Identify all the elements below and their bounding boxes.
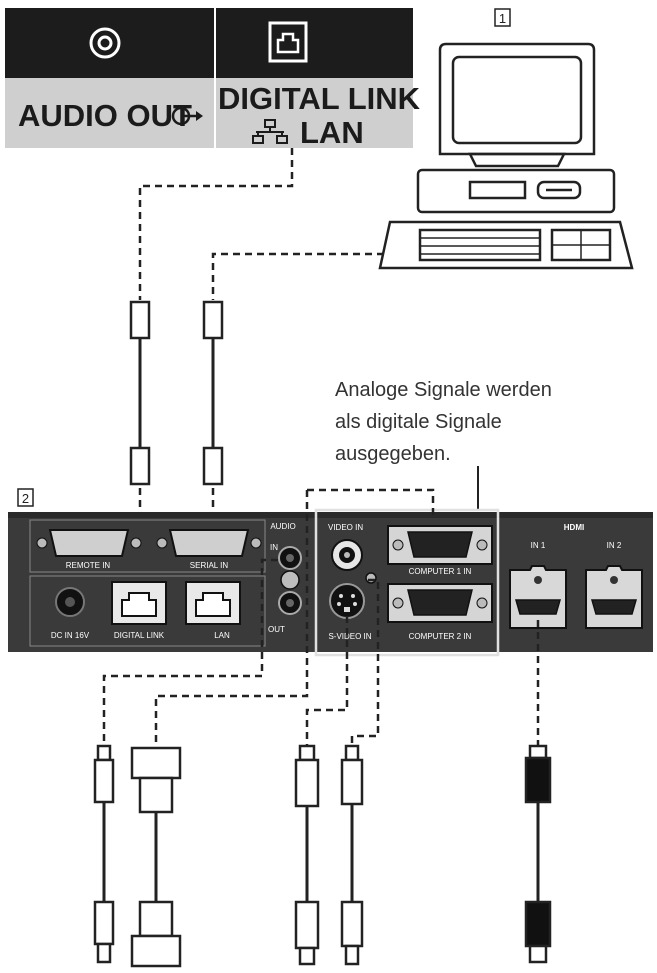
audio-spacer bbox=[280, 570, 300, 590]
audio-jack-icon bbox=[89, 27, 121, 59]
audio-in-jack bbox=[278, 546, 302, 570]
audio-out-jack bbox=[278, 591, 302, 615]
panel-light-band bbox=[5, 78, 413, 148]
lan-cable-2 bbox=[202, 300, 224, 486]
audio-out-label: AUDIO OUT bbox=[18, 98, 192, 133]
vga-port-2 bbox=[387, 583, 493, 623]
audio-in-label: IN bbox=[270, 543, 278, 552]
svideo-port-icon bbox=[329, 583, 365, 619]
panel-dark-band bbox=[5, 8, 413, 78]
lan-cable-1 bbox=[129, 300, 151, 486]
lan-port bbox=[185, 581, 241, 625]
rj45-port-icon bbox=[268, 21, 308, 63]
vga-port-icon bbox=[387, 525, 493, 565]
bottom-cables bbox=[102, 488, 540, 745]
rca-port-icon bbox=[331, 539, 363, 571]
digital-link-port bbox=[111, 581, 167, 625]
vga-cable bbox=[130, 746, 182, 968]
audio-cable bbox=[93, 744, 115, 964]
remote-in-label: REMOTE IN bbox=[66, 561, 111, 570]
svideo-cable bbox=[294, 744, 320, 966]
hdmi-in1-label: IN 1 bbox=[531, 541, 546, 550]
hdmi-port-2 bbox=[585, 565, 643, 629]
digital-link-port-label: DIGITAL LINK bbox=[114, 631, 165, 640]
network-icon bbox=[252, 119, 288, 144]
dc-in-port bbox=[55, 587, 85, 617]
dc-in-label: DC IN 16V bbox=[51, 631, 90, 640]
hdmi-in2-label: IN 2 bbox=[607, 541, 622, 550]
audio-out-arrow-icon bbox=[171, 106, 203, 126]
hdmi-logo: HDMI bbox=[564, 523, 584, 532]
computer2-in-label: COMPUTER 2 IN bbox=[409, 632, 472, 641]
audio-out-port-label: OUT bbox=[268, 625, 285, 634]
computer-icon bbox=[378, 42, 634, 270]
serial-in-label: SERIAL IN bbox=[190, 561, 229, 570]
device-callout-number: 2 bbox=[22, 491, 29, 506]
hdmi-port-icon bbox=[509, 565, 567, 629]
note-line-2: als digitale Signale bbox=[335, 411, 502, 433]
computer1-in-label: COMPUTER 1 IN bbox=[409, 567, 472, 576]
analog-input-frame bbox=[314, 508, 500, 657]
note-line-1: Analoge Signale werden bbox=[335, 379, 552, 401]
video-in-label: VIDEO IN bbox=[328, 523, 363, 532]
device-callout-box bbox=[17, 488, 34, 507]
svideo-in-label: S-VIDEO IN bbox=[328, 632, 371, 641]
computer-callout-box bbox=[494, 8, 511, 27]
lan-label: LAN bbox=[300, 115, 364, 150]
hdmi-cable bbox=[524, 744, 552, 964]
analog-note: Analoge Signale werden als digitale Sign… bbox=[335, 379, 552, 510]
computer-callout-number: 1 bbox=[499, 11, 506, 26]
lan-port-label: LAN bbox=[214, 631, 230, 640]
remote-in-port bbox=[36, 529, 142, 557]
digital-link-label: DIGITAL LINK bbox=[218, 81, 421, 116]
note-line-3: ausgegeben. bbox=[335, 443, 451, 465]
rca-cable bbox=[340, 744, 364, 966]
top-terminal-panel: AUDIO OUT DIGITAL LINK LAN bbox=[5, 8, 421, 150]
device-back-panel: REMOTE IN SERIAL IN DC IN 16V DIGITAL LI… bbox=[8, 508, 653, 657]
serial-in-port bbox=[156, 529, 262, 557]
audio-label: AUDIO bbox=[270, 522, 295, 531]
